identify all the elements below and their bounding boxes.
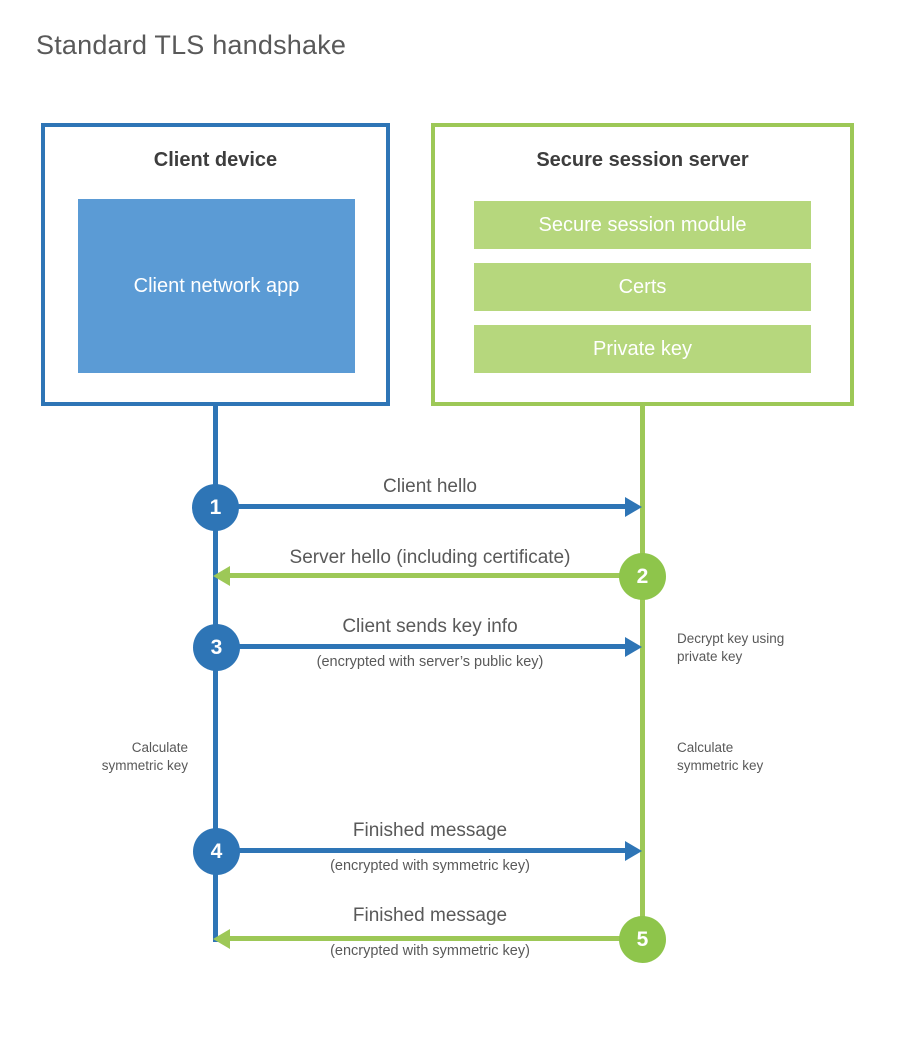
step-3-marker: 3	[193, 624, 240, 671]
note-decrypt-key: Decrypt key using private key	[677, 631, 785, 664]
step-1-number: 1	[209, 495, 222, 519]
step-3-label: Client sends key info	[342, 616, 518, 637]
step-5-marker: 5	[619, 916, 666, 963]
note-calculate-symmetric-key-client: Calculate symmetric key	[101, 740, 188, 773]
client-lifeline	[213, 405, 218, 942]
step-3-arrowhead-right-icon	[625, 637, 642, 657]
step-5-arrowhead-left-icon	[213, 929, 230, 949]
step-3-sublabel: (encrypted with server’s public key)	[316, 654, 544, 670]
step-5-arrow-line	[229, 936, 642, 941]
step-2-number: 2	[636, 564, 649, 588]
step-1-arrow-line	[215, 504, 626, 509]
client-device-box: Client device Client network app	[41, 123, 390, 406]
step-2-marker: 2	[619, 553, 666, 600]
server-module-private-key: Private key	[474, 325, 811, 373]
note-calculate-symmetric-key-server: Calculate symmetric key	[677, 740, 764, 773]
step-3-arrow-line	[216, 644, 626, 649]
step-4-label: Finished message	[352, 820, 508, 841]
step-4-arrow-line	[217, 848, 626, 853]
step-2-arrowhead-left-icon	[213, 566, 230, 586]
server-box-title: Secure session server	[536, 149, 749, 171]
step-4-arrowhead-right-icon	[625, 841, 642, 861]
server-module-secure-session: Secure session module	[474, 201, 811, 249]
step-5-label: Finished message	[352, 905, 508, 926]
step-5-number: 5	[636, 927, 649, 951]
diagram-title: Standard TLS handshake	[36, 30, 347, 60]
step-4-sublabel: (encrypted with symmetric key)	[330, 858, 530, 874]
client-network-app-box: Client network app	[78, 199, 355, 373]
step-1-arrowhead-right-icon	[625, 497, 642, 517]
client-network-app-label: Client network app	[133, 275, 300, 297]
step-3-number: 3	[210, 635, 223, 659]
server-lifeline	[640, 405, 645, 942]
step-5-sublabel: (encrypted with symmetric key)	[330, 943, 530, 959]
client-device-title: Client device	[153, 149, 278, 171]
step-1-label: Client hello	[383, 476, 477, 497]
step-2-label: Server hello (including certificate)	[289, 547, 571, 568]
server-module-certs: Certs	[474, 263, 811, 311]
step-2-arrow-line	[229, 573, 642, 578]
step-4-marker: 4	[193, 828, 240, 875]
step-1-marker: 1	[192, 484, 239, 531]
secure-session-server-box: Secure session server Secure session mod…	[431, 123, 854, 406]
step-4-number: 4	[210, 839, 223, 863]
